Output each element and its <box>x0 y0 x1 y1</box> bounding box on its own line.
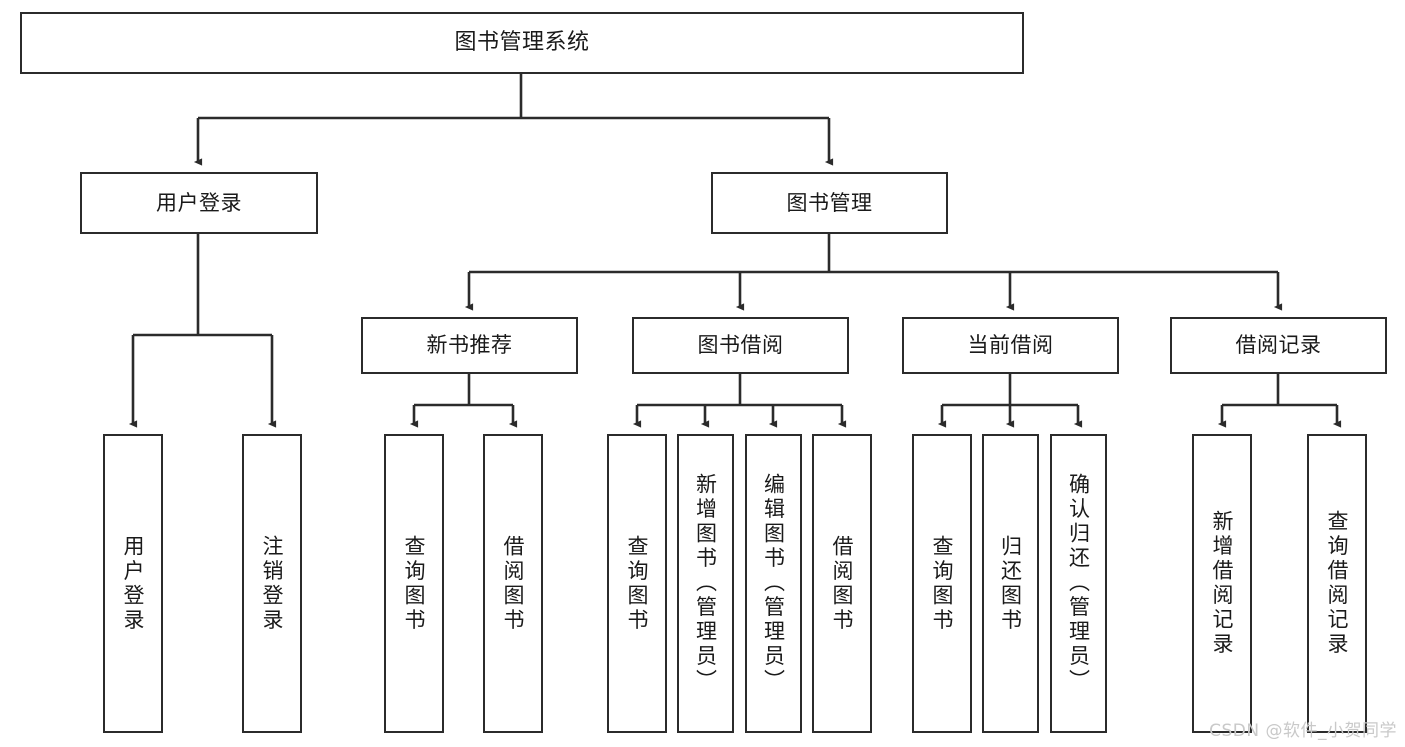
node-user-login[interactable]: 用户登录 <box>80 172 318 234</box>
leaf-new-book-borrow[interactable]: 借阅图书 <box>483 434 543 733</box>
leaf-current-query-book[interactable]: 查询图书 <box>912 434 972 733</box>
node-label: 编辑图书（管理员） <box>761 473 786 694</box>
node-label: 图书借阅 <box>697 333 784 358</box>
node-label: 新增借阅记录 <box>1210 510 1235 657</box>
leaf-borrow-query-book[interactable]: 查询图书 <box>607 434 667 733</box>
node-label: 用户登录 <box>156 190 242 215</box>
node-new-book-recommend[interactable]: 新书推荐 <box>361 317 578 374</box>
node-label: 图书管理 <box>786 190 873 215</box>
node-borrow-records[interactable]: 借阅记录 <box>1170 317 1387 374</box>
leaf-borrow-borrow-book[interactable]: 借阅图书 <box>812 434 872 733</box>
node-label: 借阅图书 <box>830 534 855 633</box>
node-root-system[interactable]: 图书管理系统 <box>20 12 1024 74</box>
node-label: 图书管理系统 <box>454 29 590 55</box>
csdn-watermark: CSDN @软件_小贺同学 <box>1209 721 1397 741</box>
node-label: 新书推荐 <box>426 333 513 358</box>
leaf-records-query-record[interactable]: 查询借阅记录 <box>1307 434 1367 733</box>
leaf-user-login-login[interactable]: 用户登录 <box>103 434 163 733</box>
node-book-management[interactable]: 图书管理 <box>711 172 948 234</box>
node-label: 新增图书（管理员） <box>693 473 718 694</box>
node-label: 查询借阅记录 <box>1325 510 1350 657</box>
node-label: 查询图书 <box>402 534 427 633</box>
node-label: 查询图书 <box>930 534 955 633</box>
node-label: 归还图书 <box>998 534 1023 633</box>
node-label: 确认归还（管理员） <box>1066 473 1091 694</box>
node-label: 用户登录 <box>121 534 146 633</box>
node-label: 当前借阅 <box>967 333 1054 358</box>
leaf-borrow-edit-book-admin[interactable]: 编辑图书（管理员） <box>745 434 802 733</box>
leaf-user-login-logout[interactable]: 注销登录 <box>242 434 302 733</box>
leaf-current-confirm-return-admin[interactable]: 确认归还（管理员） <box>1050 434 1107 733</box>
node-label: 查询图书 <box>625 534 650 633</box>
node-label: 借阅记录 <box>1235 333 1322 358</box>
node-label: 注销登录 <box>260 534 285 633</box>
leaf-current-return-book[interactable]: 归还图书 <box>982 434 1039 733</box>
node-book-borrow[interactable]: 图书借阅 <box>632 317 849 374</box>
leaf-records-add-record[interactable]: 新增借阅记录 <box>1192 434 1252 733</box>
node-label: 借阅图书 <box>501 534 526 633</box>
leaf-new-book-query[interactable]: 查询图书 <box>384 434 444 733</box>
node-current-borrow[interactable]: 当前借阅 <box>902 317 1119 374</box>
leaf-borrow-add-book-admin[interactable]: 新增图书（管理员） <box>677 434 734 733</box>
